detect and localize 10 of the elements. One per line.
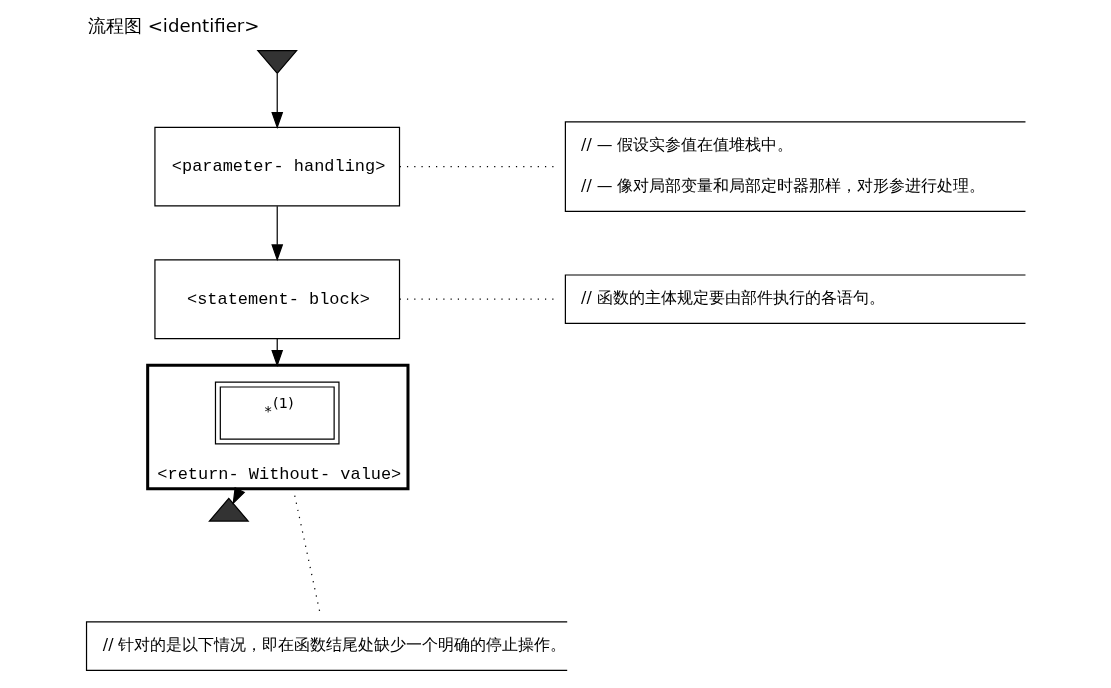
node-text: // 针对的是以下情况，即在函数结尾处缺少一个明确的停止操作。 — [102, 635, 566, 655]
node-text: // — 假设实参值在值堆栈中。 // — 像对局部变量和局部定时器那样，对形参进行处理。 — [580, 135, 985, 196]
diagram-title: 流程图 <identifier> — [87, 15, 260, 37]
node-triangle — [207, 497, 249, 522]
node-box: <parameter- handling> — [153, 126, 400, 207]
node-text: // 函数的主体规定要由部件执行的各语句。 — [580, 288, 885, 308]
node-triangle — [256, 50, 298, 75]
arrow — [270, 205, 283, 262]
node-box: <statement- block> — [153, 259, 400, 340]
arrow — [270, 73, 283, 130]
